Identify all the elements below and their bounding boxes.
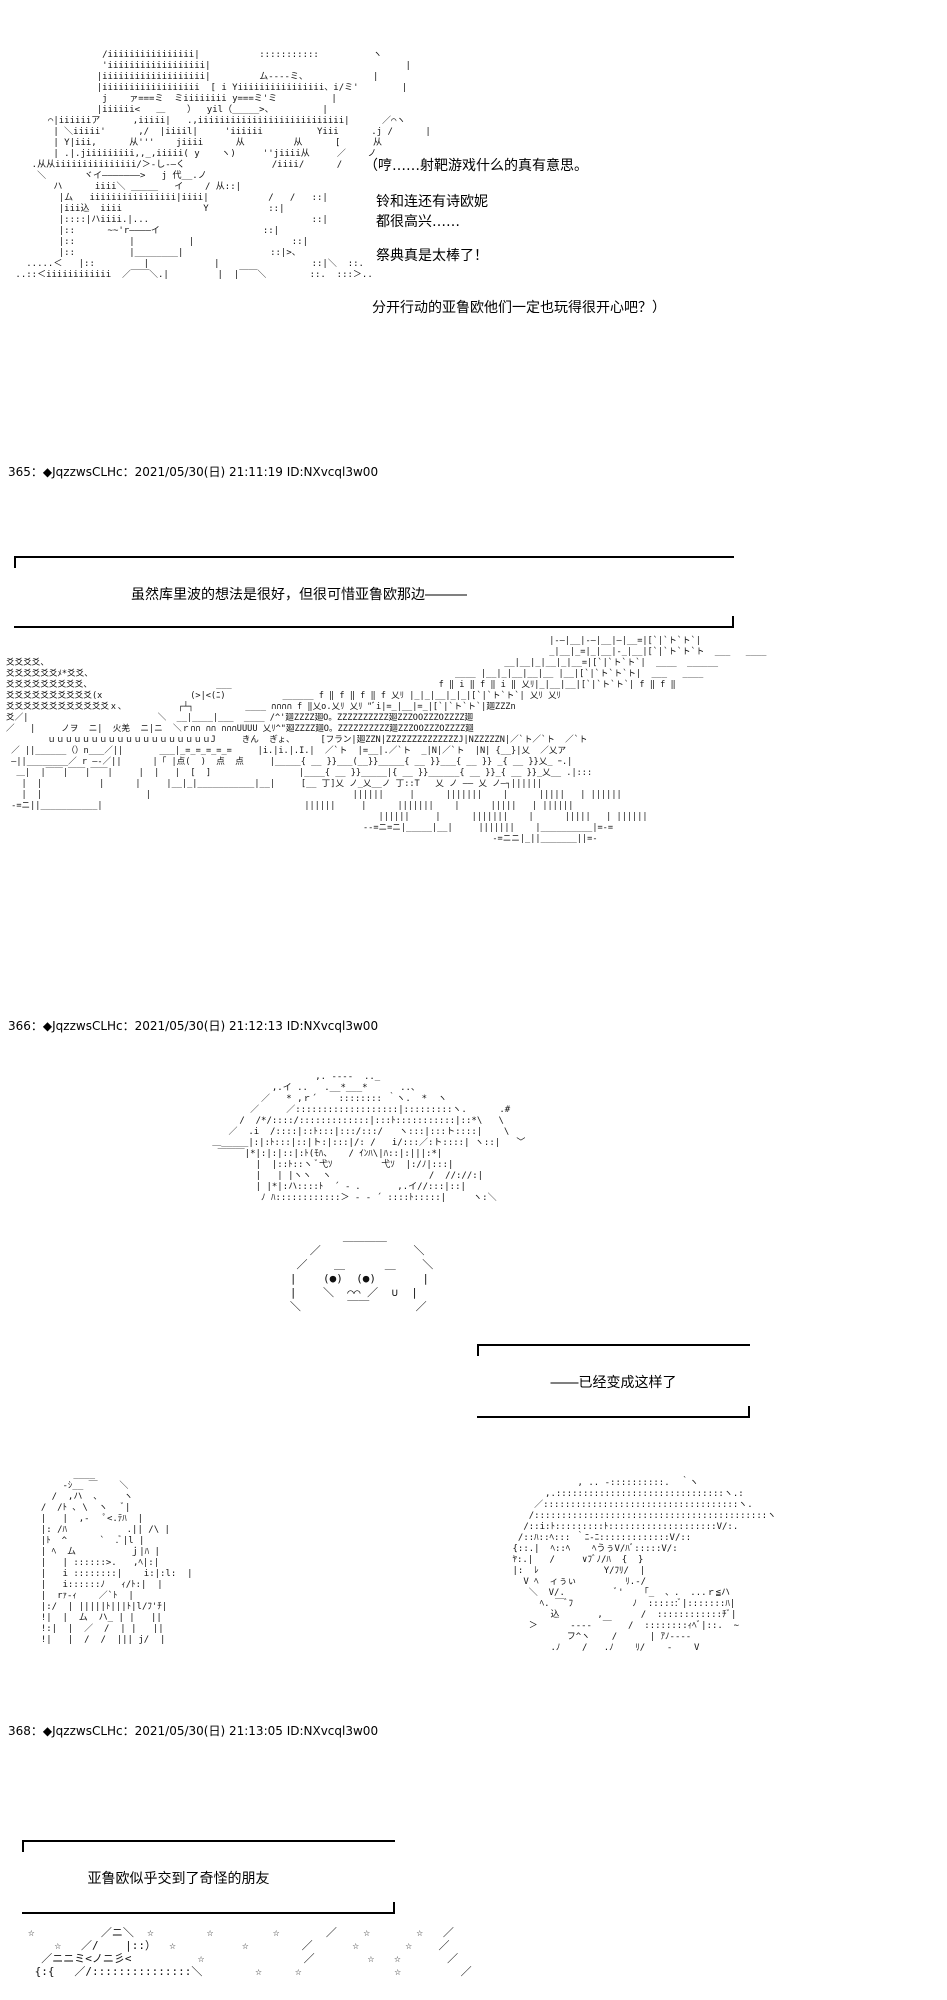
caption-box-friend: 亚鲁欧似乎交到了奇怪的朋友 (22, 1840, 395, 1914)
caption-text: 亚鲁欧似乎交到了奇怪的朋友 (87, 1871, 270, 1887)
dialogue-line-2: 铃和连还有诗欧妮 (376, 194, 488, 210)
caption-box-already: ――已经变成这样了 (477, 1344, 750, 1418)
ascii-art-stars-scene: ☆ ／ニ＼ ☆ ☆ ☆ ／ ☆ ☆ ／ ☆ ／/ |::） ☆ ☆ ／ ☆ ☆ … (28, 1926, 472, 1978)
ascii-art-festival-stalls: |-―|__|-―|__|―|__=|[`|`ト`ト`| _|__|_=|_|_… (6, 636, 767, 844)
dialogue-line-3: 都很高兴…… (376, 214, 460, 230)
caption-box-kuribo: 虽然库里波的想法是很好，但很可惜亚鲁欧那边――― (14, 556, 734, 628)
dialogue-line-4: 祭典真是太棒了！ (376, 248, 488, 264)
post-header-366: 366：◆JqzzwsCLHc：2021/05/30(日) 21:12:13 I… (8, 1019, 379, 1033)
ascii-art-yukkuri-face: ＿＿＿＿ ／ ＼ ／ ＿ ＿ ＼ | (●) (●) | | ＼ ⌒⌒ ／ ∪ … (289, 1230, 434, 1313)
ascii-art-girl-with-hat: ,. ---- .._ ,.イ .. .__*___* ..、 ／ * ,ｒ´ … (212, 1072, 526, 1203)
ascii-art-character-left: ____ -ｼ__ ￣ ＼ / ,ハ 、 ヽ / /ﾄ ､ \ ヽ ﾞ| | |… (40, 1470, 193, 1645)
post-header-365: 365：◆JqzzwsCLHc：2021/05/30(日) 21:11:19 I… (8, 465, 379, 479)
dialogue-line-1: （哼……射靶游戏什么的真有意思。 (364, 158, 588, 174)
ascii-art-character-shooter: /iiiiiiiiiiiiiiii| ::::::::::: ヽ 'iiiiii… (15, 50, 431, 280)
post-header-368: 368：◆JqzzwsCLHc：2021/05/30(日) 21:13:05 I… (8, 1724, 379, 1738)
ascii-art-character-right: , .. -::::::::::. ｀ヽ ,.:::::::::::::::::… (512, 1478, 777, 1653)
caption-text: 虽然库里波的想法是很好，但很可惜亚鲁欧那边――― (131, 587, 467, 603)
caption-text: ――已经变成这样了 (550, 1375, 677, 1391)
dialogue-line-5: 分开行动的亚鲁欧他们一定也玩得很开心吧？） (372, 300, 666, 316)
